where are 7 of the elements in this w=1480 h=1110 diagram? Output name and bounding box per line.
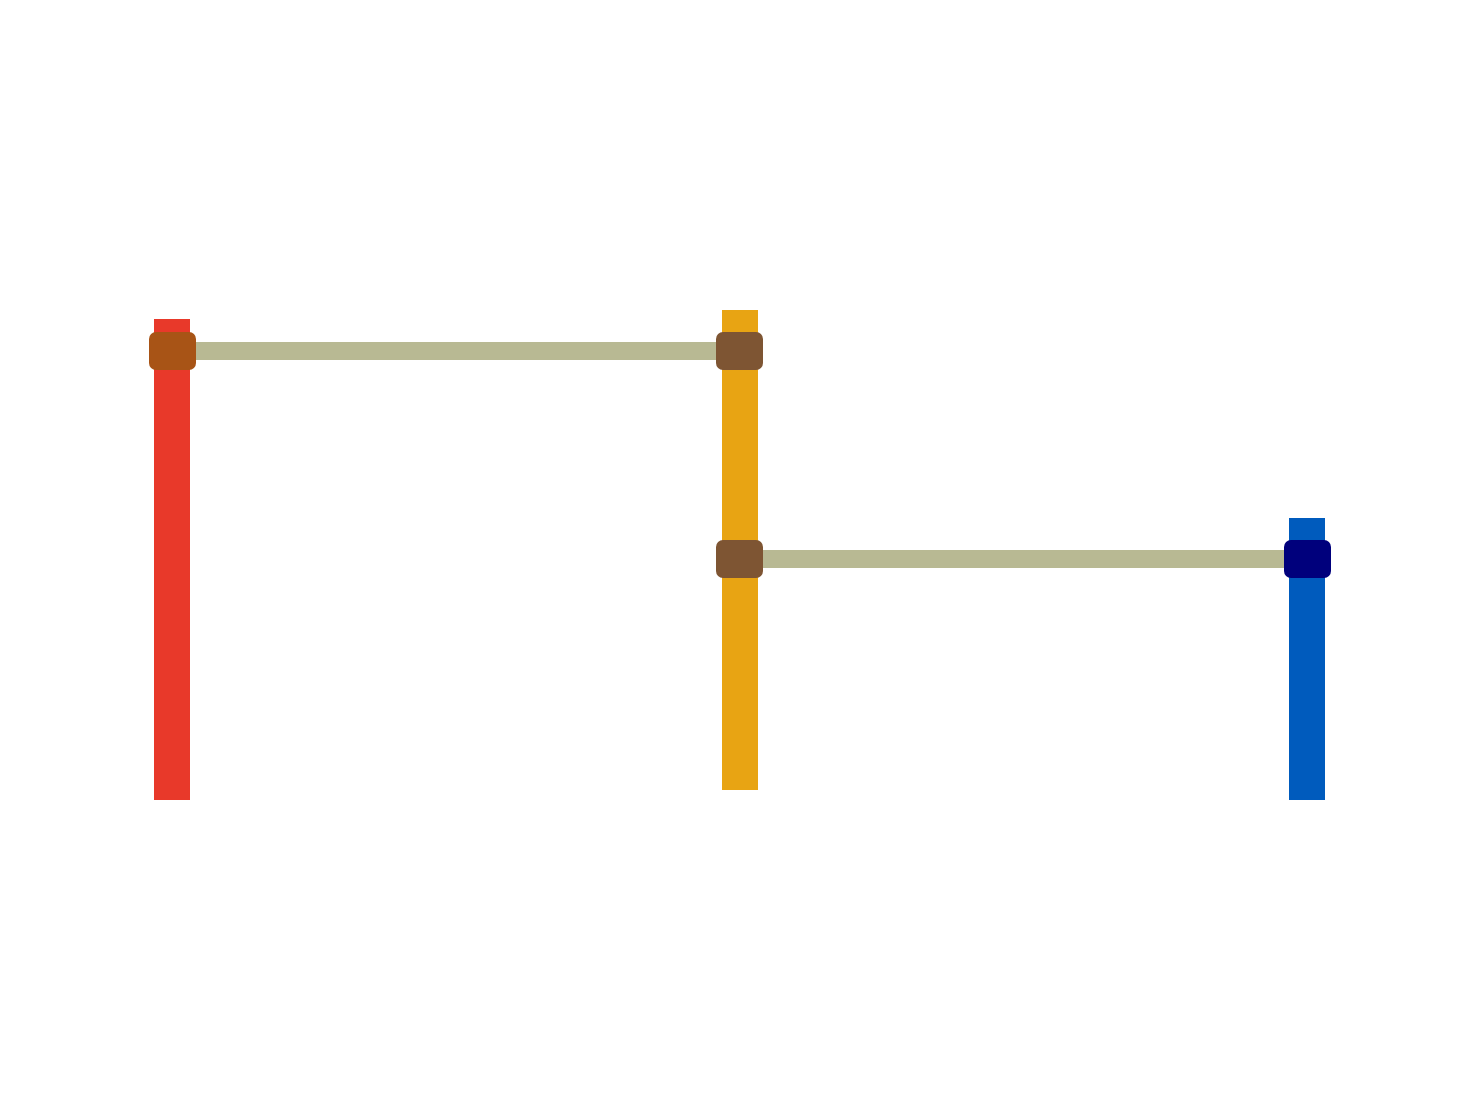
rounded-block: [149, 332, 196, 370]
rounded-block: [716, 332, 763, 370]
rounded-block: [1284, 540, 1331, 578]
rounded-block: [716, 540, 763, 578]
connector-line: [196, 342, 716, 360]
connector-line: [763, 550, 1284, 568]
vertical-bar: [154, 319, 190, 800]
